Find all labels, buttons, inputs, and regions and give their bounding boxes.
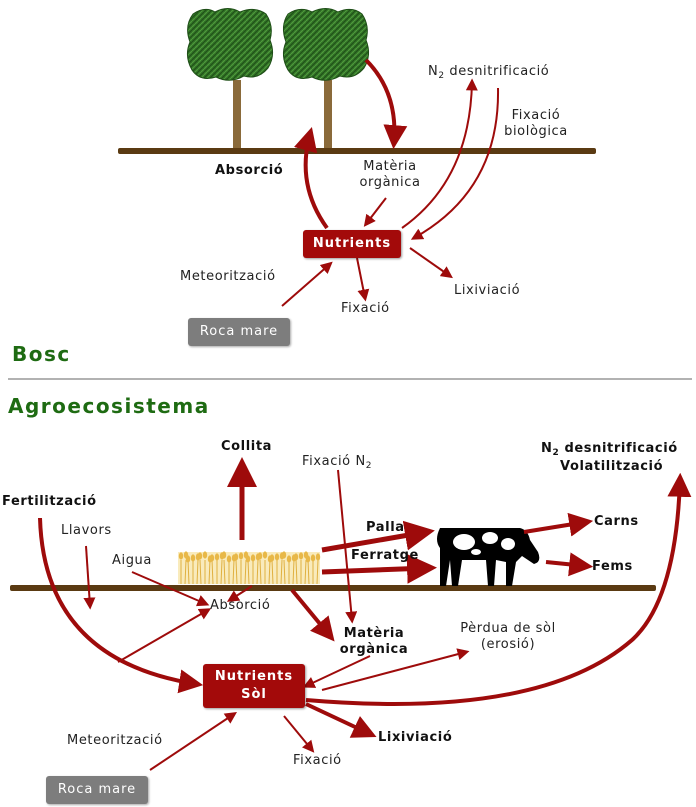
n2-subscript: 2 xyxy=(552,448,560,458)
label-fixacio: Fixació xyxy=(293,753,342,768)
arrow-fixacio xyxy=(283,715,315,753)
nutrients-box: Nutrients xyxy=(303,230,401,258)
arrow-soil-to-absorcio xyxy=(117,608,212,663)
ground-line xyxy=(118,148,596,154)
label-line: Pèrdua de sòl xyxy=(460,621,556,636)
label-fems: Fems xyxy=(592,559,633,574)
arrow-meteoritzacio xyxy=(149,712,237,771)
ground-line xyxy=(10,585,656,591)
label-volatilitzacio: Volatilització xyxy=(560,459,664,474)
arrow-desnitrificacio xyxy=(401,78,478,229)
arrow-volatilitzacio xyxy=(305,472,692,706)
label-absorcio: Absorció xyxy=(210,598,271,613)
arrow-fertilitzacio xyxy=(38,517,204,694)
n2-subscript: 2 xyxy=(365,461,373,471)
label-carns: Carns xyxy=(594,514,639,529)
nutrients-sol-box: Nutrients Sòl xyxy=(203,664,305,708)
arrow-fixacio-n2 xyxy=(337,469,358,624)
arrow-fixacio xyxy=(356,257,370,302)
label-materia-organica: Matèria orgànica xyxy=(350,159,430,191)
label-line: orgànica xyxy=(339,642,409,657)
label-ferratge: Ferratge xyxy=(351,548,419,563)
n2-prefix: N xyxy=(428,64,439,79)
arrow-carns xyxy=(523,512,594,537)
tree-trunk xyxy=(324,80,332,152)
label-absorcio: Absorció xyxy=(215,163,284,178)
arrow-residues-to-materia xyxy=(290,588,335,642)
label-meteoritzacio: Meteorització xyxy=(67,733,163,748)
arrow-crop-to-absorcio xyxy=(226,585,253,602)
label-n2-desnitrificacio: N2 desnitrificació xyxy=(428,64,549,84)
arrow-perdua-sol xyxy=(321,648,470,691)
arrow-aigua xyxy=(131,571,210,607)
label-meteoritzacio: Meteorització xyxy=(180,269,276,284)
arrow-ferratge xyxy=(321,553,437,584)
label-fertilitzacio: Fertilització xyxy=(2,494,97,509)
label-palla: Palla xyxy=(366,520,405,535)
arrow-lixiviacio xyxy=(305,702,377,738)
arrow-absorcio xyxy=(293,127,329,230)
tree-canopy xyxy=(186,8,274,81)
label-line: biològica xyxy=(504,124,568,139)
label-line: Matèria xyxy=(343,626,405,641)
arrow-materia-to-nutrients xyxy=(363,197,387,227)
arrow-llavors xyxy=(83,545,96,610)
arrow-fems xyxy=(545,552,594,577)
arrow-fixacio-biologica xyxy=(410,87,500,240)
label-lixiviacio: Lixiviació xyxy=(454,283,521,298)
label-perdua-sol: Pèrdua de sòl (erosió) xyxy=(448,621,568,653)
label-llavors: Llavors xyxy=(61,523,112,538)
section-title-bosc: Bosc xyxy=(12,342,71,366)
fixacio-n-text: Fixació N xyxy=(302,454,366,469)
cow-icon xyxy=(437,528,540,586)
desnitrificacio-text: desnitrificació xyxy=(444,64,550,79)
roca-mare-box: Roca mare xyxy=(46,776,148,804)
label-lixiviacio: Lixiviació xyxy=(378,730,453,745)
label-line: Sòl xyxy=(241,687,267,702)
label-collita: Collita xyxy=(221,439,273,454)
tree-canopy xyxy=(282,8,370,81)
roca-mare-box: Roca mare xyxy=(188,318,290,346)
section-title-agroecosistema: Agroecosistema xyxy=(8,394,210,418)
crop-field xyxy=(178,551,321,585)
arrow-materia-to-nutrients xyxy=(302,655,371,688)
label-line: orgànica xyxy=(359,175,421,190)
label-fixacio-n2: Fixació N2 xyxy=(302,454,372,474)
label-fixacio-biologica: Fixació biològica xyxy=(496,108,576,140)
n2-subscript: 2 xyxy=(438,71,445,81)
arrow-palla xyxy=(321,520,435,553)
label-line: (erosió) xyxy=(480,637,536,652)
n2-prefix: N xyxy=(541,441,553,456)
arrow-meteoritzacio xyxy=(281,261,333,307)
label-aigua: Aigua xyxy=(112,553,152,568)
desnitrificacio-text: desnitrificació xyxy=(559,441,678,456)
label-n2-desnitrificacio: N2 desnitrificació xyxy=(541,441,678,461)
arrow-litter xyxy=(364,58,408,150)
label-fixacio: Fixació xyxy=(341,301,390,316)
label-line: Fixació xyxy=(511,108,561,123)
label-materia-organica: Matèria orgànica xyxy=(326,626,422,658)
label-line: Nutrients xyxy=(214,669,294,684)
arrow-lixiviacio xyxy=(409,247,453,279)
label-line: Matèria xyxy=(363,159,417,174)
tree-trunk xyxy=(233,80,241,152)
